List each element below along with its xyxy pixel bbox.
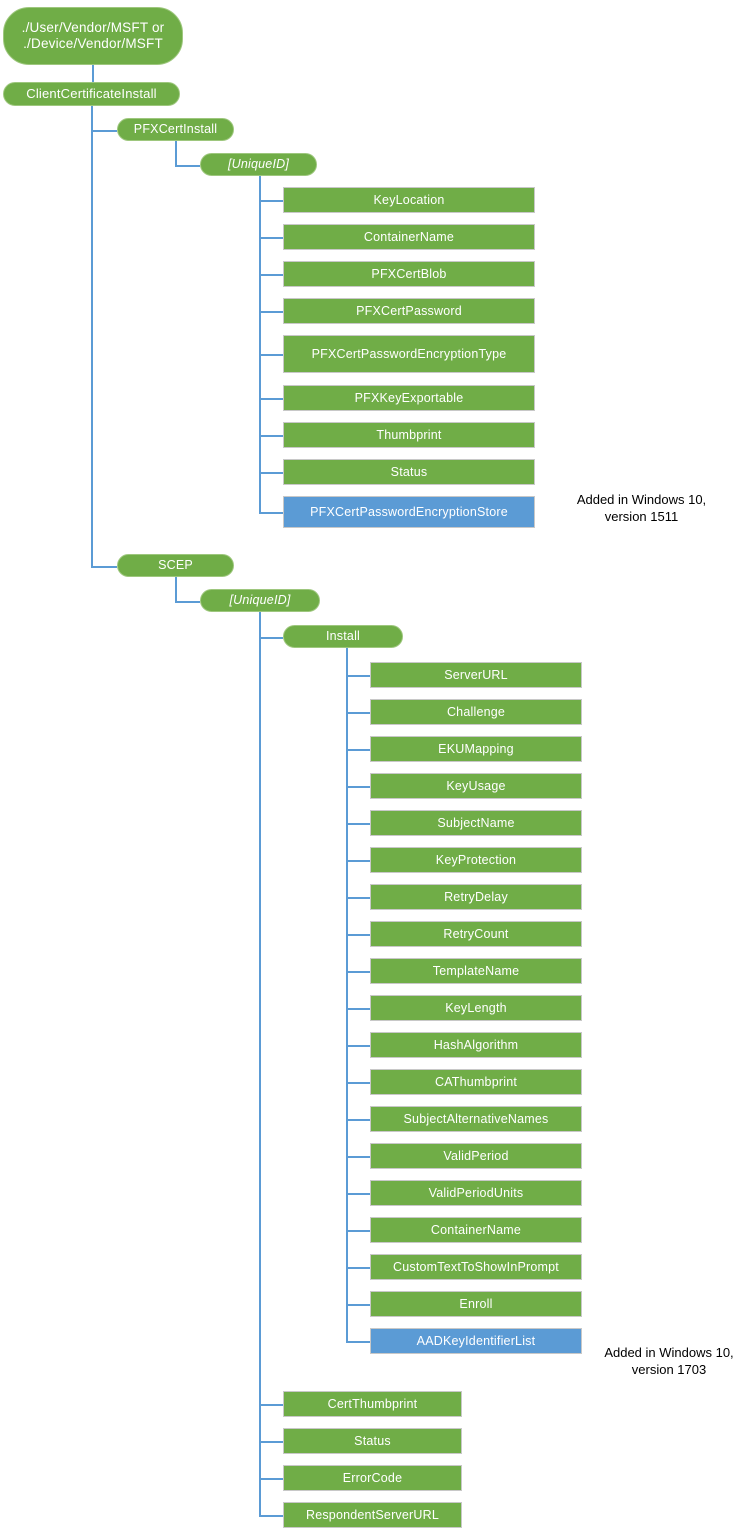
connector-install-spine xyxy=(346,648,348,1341)
connector-install-leaf-17 xyxy=(346,1304,370,1306)
connector-install-leaf-1 xyxy=(346,712,370,714)
node-scep-uniqueid: [UniqueID] xyxy=(200,589,320,612)
node-install-hashalgorithm: HashAlgorithm xyxy=(370,1032,582,1058)
node-scep-status: Status xyxy=(283,1428,462,1454)
node-pfx-pfxcertpassword: PFXCertPassword xyxy=(283,298,535,324)
connector-pfx-uniqueid-spine xyxy=(259,176,261,512)
connector-install-leaf-4 xyxy=(346,823,370,825)
node-install-keyprotection: KeyProtection xyxy=(370,847,582,873)
connector-uniqueid-to-install xyxy=(259,636,283,639)
connector-scep-uniqueid-leaf-0 xyxy=(259,1404,283,1406)
connector-pfx-leaf-2 xyxy=(259,274,283,276)
connector-install-leaf-10 xyxy=(346,1045,370,1047)
node-install-challenge: Challenge xyxy=(370,699,582,725)
connector-install-leaf-9 xyxy=(346,1008,370,1010)
connector-install-leaf-16 xyxy=(346,1267,370,1269)
node-clientcertificateinstall: ClientCertificateInstall xyxy=(3,82,180,106)
node-install-retrydelay: RetryDelay xyxy=(370,884,582,910)
node-install-templatename: TemplateName xyxy=(370,958,582,984)
connector-scep-uniqueid-leaf-2 xyxy=(259,1478,283,1480)
connector-install-leaf-2 xyxy=(346,749,370,751)
node-install-retrycount: RetryCount xyxy=(370,921,582,947)
node-install-cathumbprint: CAThumbprint xyxy=(370,1069,582,1095)
connector-install-leaf-12 xyxy=(346,1119,370,1121)
connector-install-leaf-11 xyxy=(346,1082,370,1084)
node-install-ekumapping: EKUMapping xyxy=(370,736,582,762)
node-install-keyusage: KeyUsage xyxy=(370,773,582,799)
connector-pfx-to-uniqueid xyxy=(175,141,177,165)
connector-install-leaf-15 xyxy=(346,1230,370,1232)
connector-install-leaf-6 xyxy=(346,897,370,899)
node-scep: SCEP xyxy=(117,554,234,577)
annotation-pfx-version: Added in Windows 10, version 1511 xyxy=(576,492,707,524)
node-scep-errorcode: ErrorCode xyxy=(283,1465,462,1491)
connector-scep-to-uniqueid-h xyxy=(175,600,200,603)
node-install: Install xyxy=(283,625,403,648)
connector-scep-to-uniqueid xyxy=(175,577,177,601)
connector-pfx-leaf-3 xyxy=(259,311,283,313)
connector-install-leaf-13 xyxy=(346,1156,370,1158)
node-pfx-thumbprint: Thumbprint xyxy=(283,422,535,448)
node-install-aadkeyidentifierlist: AADKeyIdentifierList xyxy=(370,1328,582,1354)
connector-pfx-leaf-5 xyxy=(259,398,283,400)
connector-install-leaf-5 xyxy=(346,860,370,862)
node-install-validperiod: ValidPeriod xyxy=(370,1143,582,1169)
node-install-validperiodunits: ValidPeriodUnits xyxy=(370,1180,582,1206)
node-pfx-pfxcertpasswordencryptionstore: PFXCertPasswordEncryptionStore xyxy=(283,496,535,528)
connector-install-leaf-18 xyxy=(346,1341,370,1343)
node-pfxcertinstall: PFXCertInstall xyxy=(117,118,234,141)
connector-pfx-leaf-0 xyxy=(259,200,283,202)
node-pfx-containername: ContainerName xyxy=(283,224,535,250)
node-install-subjectname: SubjectName xyxy=(370,810,582,836)
connector-install-leaf-8 xyxy=(346,971,370,973)
node-install-keylength: KeyLength xyxy=(370,995,582,1021)
node-scep-certthumbprint: CertThumbprint xyxy=(283,1391,462,1417)
node-install-customtexttoshowinprompt: CustomTextToShowInPrompt xyxy=(370,1254,582,1280)
node-pfx-status: Status xyxy=(283,459,535,485)
connector-scep-uniqueid-leaf-3 xyxy=(259,1515,283,1517)
connector-pfx-to-uniqueid-h xyxy=(175,164,200,167)
connector-pfx-leaf-8 xyxy=(259,512,283,514)
node-pfx-pfxkeyexportable: PFXKeyExportable xyxy=(283,385,535,411)
node-pfx-pfxcertpasswordencryptiontype: PFXCertPasswordEncryptionType xyxy=(283,335,535,373)
connector-install-leaf-7 xyxy=(346,934,370,936)
connector-level1-spine xyxy=(91,106,93,566)
connector-scep-uniqueid-spine xyxy=(259,612,261,1515)
connector-pfx-leaf-6 xyxy=(259,435,283,437)
node-install-serverurl: ServerURL xyxy=(370,662,582,688)
node-pfx-keylocation: KeyLocation xyxy=(283,187,535,213)
node-install-subjectalternativenames: SubjectAlternativeNames xyxy=(370,1106,582,1132)
connector-pfx-leaf-4 xyxy=(259,354,283,356)
connector-scep-uniqueid-leaf-1 xyxy=(259,1441,283,1443)
connector-pfx-leaf-7 xyxy=(259,472,283,474)
node-install-enroll: Enroll xyxy=(370,1291,582,1317)
connector-level1-to-scep xyxy=(91,565,117,568)
connector-level1-to-pfx xyxy=(91,129,117,132)
node-pfx-pfxcertblob: PFXCertBlob xyxy=(283,261,535,287)
node-pfx-uniqueid: [UniqueID] xyxy=(200,153,317,176)
connector-root-to-level1 xyxy=(92,65,94,82)
annotation-scep-version: Added in Windows 10, version 1703 xyxy=(604,1345,734,1377)
node-scep-respondentserverurl: RespondentServerURL xyxy=(283,1502,462,1528)
connector-install-leaf-3 xyxy=(346,786,370,788)
connector-install-leaf-14 xyxy=(346,1193,370,1195)
node-root: ./User/Vendor/MSFT or ./Device/Vendor/MS… xyxy=(3,7,183,65)
connector-install-leaf-0 xyxy=(346,675,370,677)
connector-pfx-leaf-1 xyxy=(259,237,283,239)
node-install-containername: ContainerName xyxy=(370,1217,582,1243)
